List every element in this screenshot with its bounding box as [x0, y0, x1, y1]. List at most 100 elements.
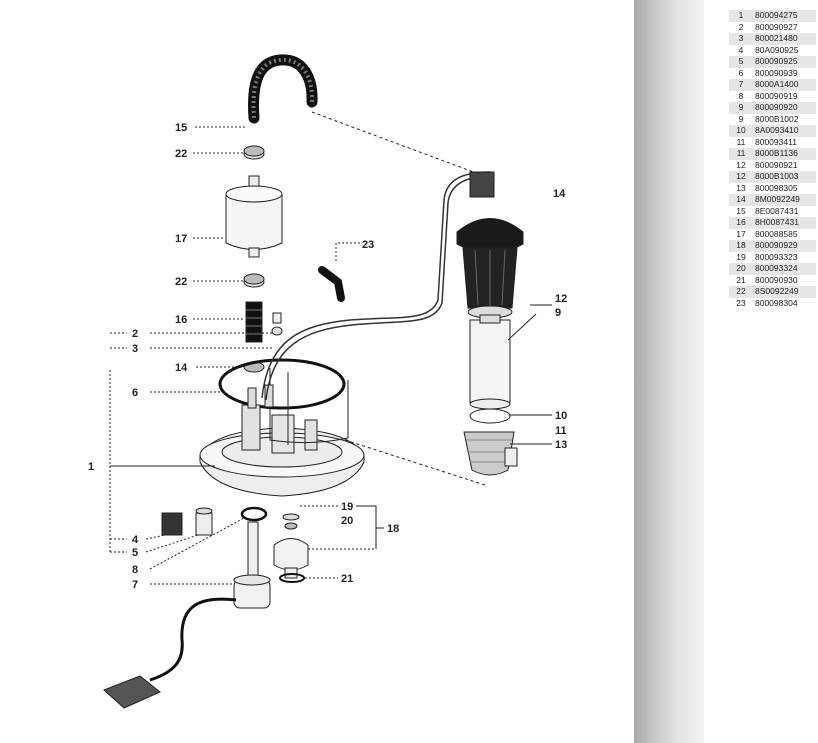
short-hose-part-16	[245, 301, 283, 343]
part-code: 80A090925	[753, 44, 816, 56]
callout-5: 5	[132, 547, 138, 559]
decorative-gradient-strip	[634, 0, 704, 743]
elbow-hose-part-23	[318, 266, 345, 302]
part-number: 15	[729, 205, 753, 217]
part-code: 800090920	[753, 102, 816, 114]
part-number: 16	[729, 217, 753, 229]
part-code: 800094275	[753, 10, 816, 22]
part-code: 800090939	[753, 67, 816, 79]
part-code: 800093323	[753, 251, 816, 263]
callout-10: 10	[555, 410, 567, 422]
part-code: 8000B1136	[753, 148, 816, 160]
part-number: 6	[729, 67, 753, 79]
seal-ring-part-8	[240, 506, 268, 522]
part-number: 7	[729, 79, 753, 91]
flange-part-1	[199, 368, 365, 497]
part-number: 9	[729, 102, 753, 114]
part-number: 10	[729, 125, 753, 137]
part-code: 800098304	[753, 297, 816, 309]
part-code: 800098305	[753, 182, 816, 194]
part-code: 8000B1003	[753, 171, 816, 183]
callout-18: 18	[387, 523, 399, 535]
part-number: 23	[729, 297, 753, 309]
filter-part-17	[225, 175, 283, 258]
callout-7: 7	[132, 579, 138, 591]
callout-1: 1	[88, 461, 94, 473]
part-number: 1	[729, 10, 753, 22]
part-code: 8000B1002	[753, 113, 816, 125]
callout-2: 2	[132, 328, 138, 340]
clamp-part-22-lower	[243, 273, 265, 288]
part-code: 8S0092249	[753, 286, 816, 298]
callout-11: 11	[555, 425, 567, 437]
part-code: 800090921	[753, 159, 816, 171]
fuel-pump-assembly	[456, 171, 524, 476]
callout-22: 22	[175, 276, 187, 288]
callout-19: 19	[341, 501, 353, 513]
part-number: 11	[729, 136, 753, 148]
callout-21: 21	[341, 573, 353, 585]
o-ring-part-6	[218, 358, 346, 410]
callout-14: 14	[553, 188, 566, 200]
callout-20: 20	[341, 515, 353, 527]
part-code: 8000A1400	[753, 79, 816, 91]
part-number: 12	[729, 159, 753, 171]
callout-14: 14	[175, 362, 188, 374]
callout-6: 6	[132, 387, 138, 399]
callout-22: 22	[175, 148, 187, 160]
part-number: 8	[729, 90, 753, 102]
part-code: 8H0087431	[753, 217, 816, 229]
part-code: 800093411	[753, 136, 816, 148]
callout-3: 3	[132, 343, 138, 355]
part-number: 12	[729, 171, 753, 183]
clip-part-21	[279, 573, 305, 583]
part-code: 800021480	[753, 33, 816, 45]
callout-4: 4	[132, 534, 139, 546]
part-number: 3	[729, 33, 753, 45]
part-code: 8M0092249	[753, 194, 816, 206]
callout-15: 15	[175, 122, 187, 134]
part-number: 4	[729, 44, 753, 56]
callout-16: 16	[175, 314, 187, 326]
callout-12: 12	[555, 293, 567, 305]
part-number: 2	[729, 21, 753, 33]
part-code: 8E0087431	[753, 205, 816, 217]
exploded-parts-diagram: 15 22 17 23 22 16 2 3 14 6 1 4 5 8 7 19 …	[88, 54, 567, 709]
hose-part-15	[248, 54, 318, 124]
part-number: 21	[729, 274, 753, 286]
callout-17: 17	[175, 233, 187, 245]
callout-13: 13	[555, 439, 567, 451]
part-number: 14	[729, 194, 753, 206]
part-code: 800090925	[753, 56, 816, 68]
part-code: 800090930	[753, 274, 816, 286]
part-code: 800090927	[753, 21, 816, 33]
part-code: 800088585	[753, 228, 816, 240]
part-number: 17	[729, 228, 753, 240]
part-number: 18	[729, 240, 753, 252]
part-number: 5	[729, 56, 753, 68]
